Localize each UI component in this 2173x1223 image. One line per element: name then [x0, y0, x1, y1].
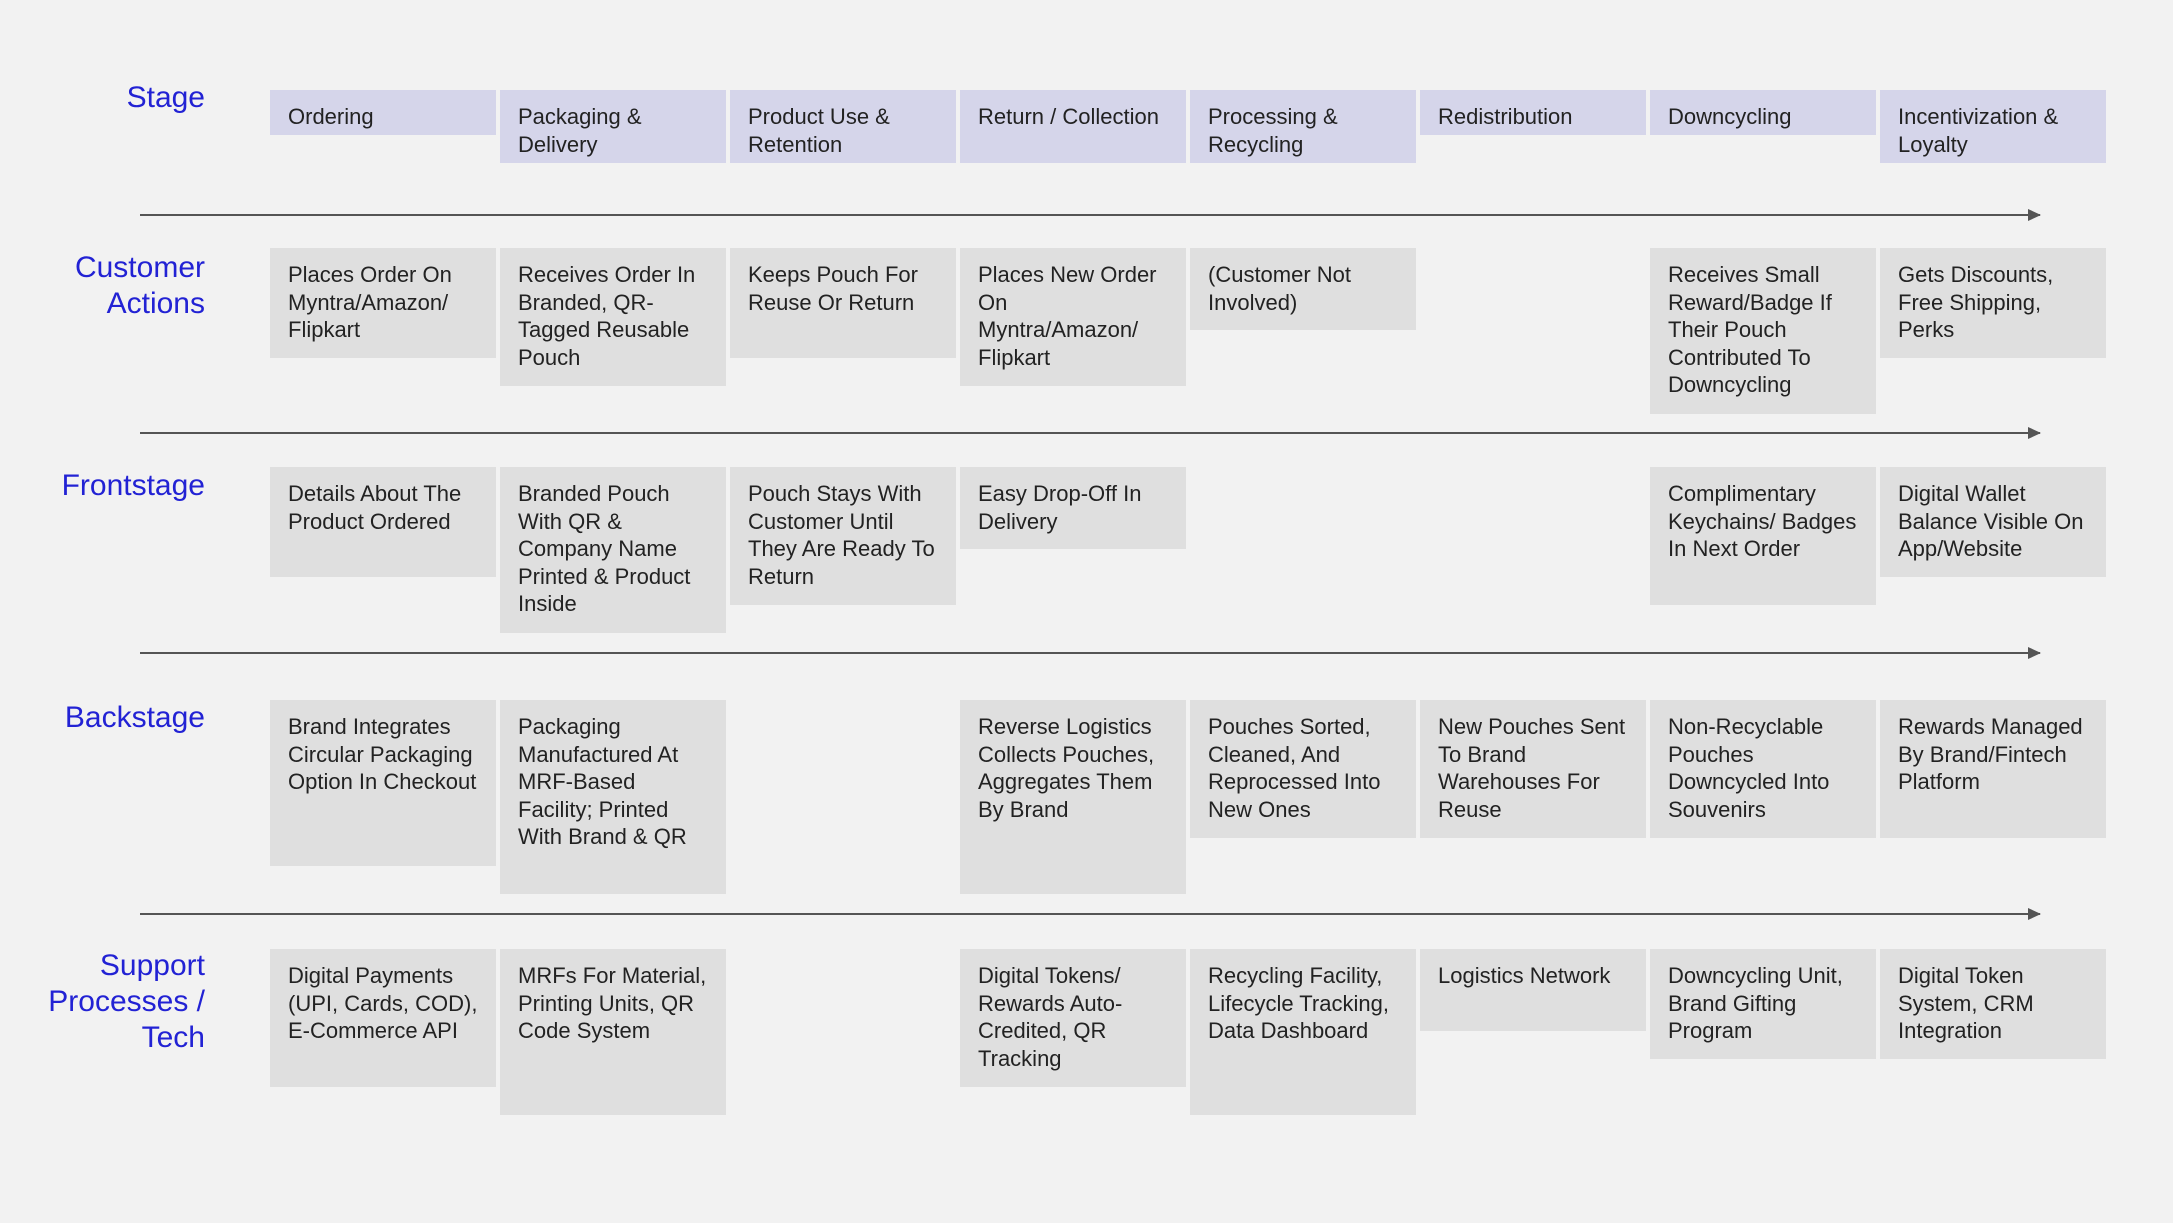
divider-line-4	[140, 908, 2041, 920]
stage-cell-packaging-delivery: Packaging & Delivery	[500, 90, 726, 163]
arrow-head-icon	[2028, 209, 2041, 221]
frontstage-cell-3: Pouch Stays With Customer Until They Are…	[730, 467, 956, 605]
customer-actions-cell-1: Places Order On Myntra/Amazon/ Flipkart	[270, 248, 496, 358]
frontstage-cell-7: Complimentary Keychains/ Badges In Next …	[1650, 467, 1876, 605]
customer-actions-cell-5: (Customer Not Involved)	[1190, 248, 1416, 330]
arrow-head-icon	[2028, 647, 2041, 659]
support-processes-cell-4: Digital Tokens/ Rewards Auto-Credited, Q…	[960, 949, 1186, 1087]
arrow-head-icon	[2028, 427, 2041, 439]
support-processes-cell-8: Digital Token System, CRM Integration	[1880, 949, 2106, 1059]
backstage-cell-7: Non-Recyclable Pouches Downcycled Into S…	[1650, 700, 1876, 838]
row-label-frontstage: Frontstage	[61, 469, 205, 502]
backstage-cell-4: Reverse Logistics Collects Pouches, Aggr…	[960, 700, 1186, 894]
backstage-cell-8: Rewards Managed By Brand/Fintech Platfor…	[1880, 700, 2106, 838]
support-processes-cell-5: Recycling Facility, Lifecycle Tracking, …	[1190, 949, 1416, 1115]
support-processes-cell-1: Digital Payments (UPI, Cards, COD), E-Co…	[270, 949, 496, 1087]
divider-line-3	[140, 647, 2041, 659]
customer-actions-cell-4: Places New Order On Myntra/Amazon/ Flipk…	[960, 248, 1186, 386]
backstage-cell-6: New Pouches Sent To Brand Warehouses For…	[1420, 700, 1646, 838]
row-label-customer-actions: Customer Actions	[74, 251, 205, 320]
stage-cell-incentivization-loyalty: Incentivization & Loyalty	[1880, 90, 2106, 163]
support-processes-cell-2: MRFs For Material, Printing Units, QR Co…	[500, 949, 726, 1115]
backstage-cell-5: Pouches Sorted, Cleaned, And Reprocessed…	[1190, 700, 1416, 838]
row-label-stage: Stage	[126, 81, 205, 114]
row-label-support-processes: Support Processes / Tech	[48, 949, 205, 1054]
stage-cell-product-use-retention: Product Use & Retention	[730, 90, 956, 163]
stage-cell-return-collection: Return / Collection	[960, 90, 1186, 163]
divider-line-1	[140, 209, 2041, 221]
frontstage-cell-4: Easy Drop-Off In Delivery	[960, 467, 1186, 549]
customer-actions-cell-2: Receives Order In Branded, QR-Tagged Reu…	[500, 248, 726, 386]
stage-cell-processing-recycling: Processing & Recycling	[1190, 90, 1416, 163]
stage-cell-ordering: Ordering	[270, 90, 496, 135]
customer-actions-cell-3: Keeps Pouch For Reuse Or Return	[730, 248, 956, 358]
frontstage-cell-2: Branded Pouch With QR & Company Name Pri…	[500, 467, 726, 633]
frontstage-cell-8: Digital Wallet Balance Visible On App/We…	[1880, 467, 2106, 577]
stage-cell-redistribution: Redistribution	[1420, 90, 1646, 135]
row-label-backstage: Backstage	[64, 701, 205, 734]
frontstage-cell-1: Details About The Product Ordered	[270, 467, 496, 577]
customer-actions-cell-7: Receives Small Reward/Badge If Their Pou…	[1650, 248, 1876, 414]
arrow-head-icon	[2028, 908, 2041, 920]
backstage-cell-2: Packaging Manufactured At MRF-Based Faci…	[500, 700, 726, 894]
stage-cell-downcycling: Downcycling	[1650, 90, 1876, 135]
divider-line-2	[140, 427, 2041, 439]
support-processes-cell-6: Logistics Network	[1420, 949, 1646, 1031]
backstage-cell-1: Brand Integrates Circular Packaging Opti…	[270, 700, 496, 866]
customer-actions-cell-8: Gets Discounts, Free Shipping, Perks	[1880, 248, 2106, 358]
support-processes-cell-7: Downcycling Unit, Brand Gifting Program	[1650, 949, 1876, 1059]
